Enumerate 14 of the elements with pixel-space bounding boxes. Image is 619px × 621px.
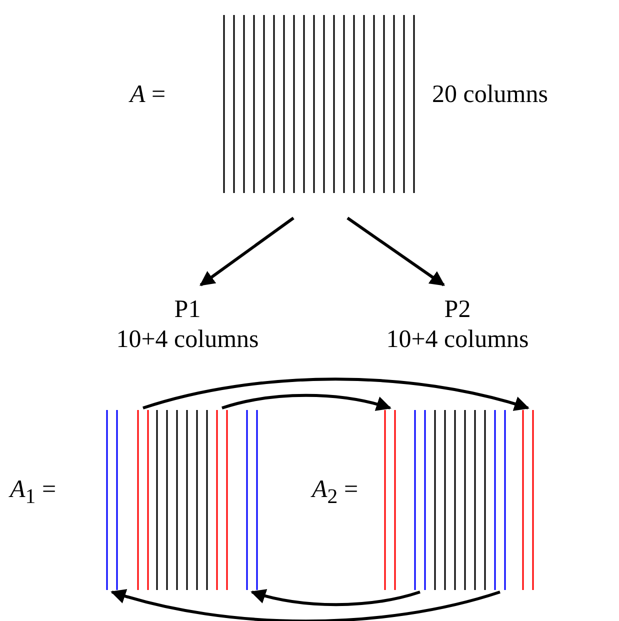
arrow xyxy=(110,588,500,621)
arrow xyxy=(200,216,294,286)
arrow xyxy=(250,588,420,606)
column-count: 10+4 columns xyxy=(116,325,259,355)
column-count: 10+4 columns xyxy=(386,325,529,355)
arrow xyxy=(222,394,392,412)
arrow xyxy=(142,378,530,412)
matrix-label: A = xyxy=(130,80,166,110)
arrow xyxy=(346,216,445,286)
process-name: P2 xyxy=(444,295,471,325)
matrix-label: A$_{1}$ = xyxy=(10,475,56,510)
matrix-label: A$_{2}$ = xyxy=(312,475,358,510)
process-name: P1 xyxy=(174,295,201,325)
matrix-label: 20 columns xyxy=(432,80,548,110)
